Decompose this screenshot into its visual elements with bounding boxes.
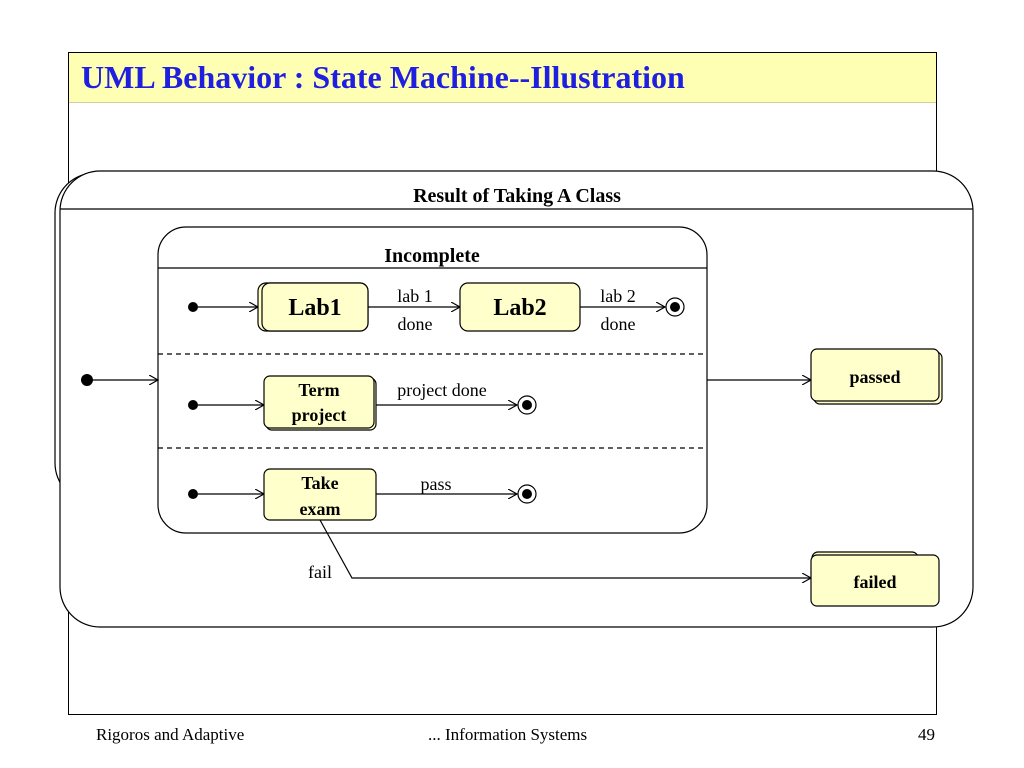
final-state-icon [517, 395, 537, 415]
state-take-exam-label-line2: exam [300, 499, 341, 519]
composite-state-title: Incomplete [384, 245, 480, 267]
outer-initial-pseudostate-icon [81, 374, 93, 386]
slide-title: UML Behavior : State Machine--Illustrati… [81, 59, 685, 95]
outer-state-title: Result of Taking A Class [413, 185, 621, 207]
state-passed-label: passed [849, 367, 900, 387]
state-lab2-label: Lab2 [493, 295, 546, 321]
transition-lab2-done-line1: lab 2 [600, 286, 636, 306]
state-lab1-label: Lab1 [288, 295, 341, 321]
state-failed [810, 554, 940, 607]
state-term-project-label-line1: Term [298, 380, 339, 400]
page-number: 49 [918, 725, 935, 744]
initial-pseudostate-icon [188, 489, 198, 499]
state-take-exam-label-line1: Take [301, 473, 338, 493]
footer-left: Rigoros and Adaptive [96, 725, 245, 744]
state-term-project [263, 375, 375, 429]
final-state-icon [517, 484, 537, 504]
transition-pass: pass [421, 474, 452, 494]
state-term-project-label-line2: project [292, 405, 347, 425]
initial-pseudostate-icon [188, 400, 198, 410]
final-state-icon [665, 297, 685, 317]
footer-center: ... Information Systems [428, 725, 588, 744]
state-failed-label: failed [854, 572, 897, 592]
transition-project-done: project done [397, 380, 486, 400]
transition-lab2-done-line2: done [601, 314, 636, 334]
initial-pseudostate-icon [188, 302, 198, 312]
state-passed [810, 348, 940, 402]
transition-lab1-done-line2: done [398, 314, 433, 334]
transition-fail: fail [308, 562, 332, 582]
title-bar: UML Behavior : State Machine--Illustrati… [69, 53, 936, 103]
transition-lab1-done-line1: lab 1 [397, 286, 433, 306]
